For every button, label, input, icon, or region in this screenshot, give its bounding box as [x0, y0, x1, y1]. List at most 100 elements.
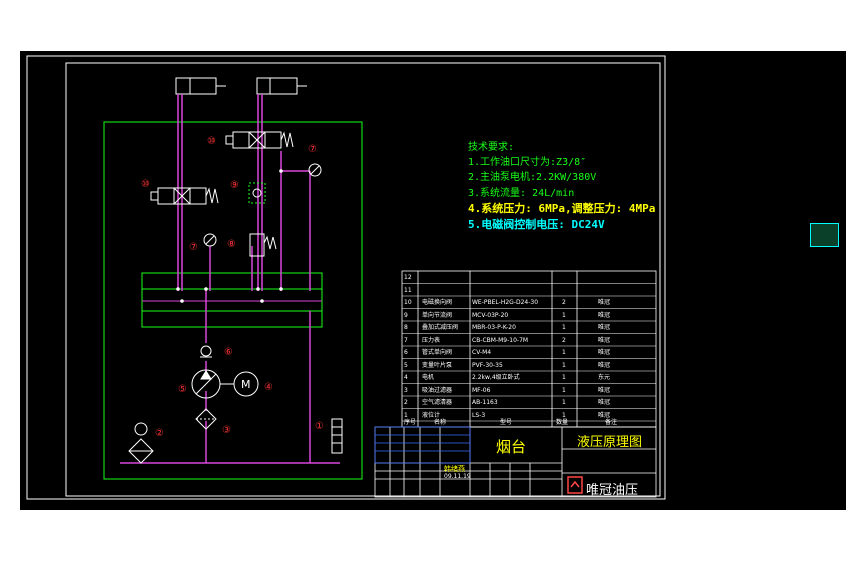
bom-cell-no: 5 — [404, 361, 408, 369]
pressure-gauge-2 — [203, 233, 217, 247]
bom-header-qty: 数量 — [556, 419, 569, 426]
bom-cell-qty: 1 — [562, 399, 566, 406]
svg-text:M: M — [241, 378, 251, 391]
bom-cell-name: 液位计 — [422, 411, 441, 419]
bom-cell-mat: 唯冠 — [598, 361, 611, 369]
bom-cell-name: 管式单向阀 — [422, 349, 453, 356]
bom-cell-qty: 1 — [562, 349, 566, 356]
component-label: ⑦ — [308, 144, 317, 155]
drawing-canvas[interactable]: M — [20, 51, 846, 510]
bom-cell-mat: 唯冠 — [598, 399, 611, 406]
bom-cell-no: 2 — [404, 399, 408, 406]
bom-cell-code: LS-3 — [472, 411, 486, 419]
requirement-3: 3.系统流量: 24L/min — [468, 188, 575, 199]
bom-cell-code: AB-1163 — [472, 399, 498, 406]
bom-cell-mat: 唯冠 — [598, 336, 611, 344]
bom-header-code: 型号 — [500, 419, 513, 426]
bom-cell-no: 11 — [404, 286, 412, 294]
bom-cell-no: 8 — [404, 324, 408, 331]
bom-cell-qty: 1 — [562, 411, 566, 419]
check-valve — [200, 345, 212, 358]
component-label: ⑩ — [207, 136, 216, 147]
requirement-2: 2.主油泵电机:2.2KW/380V — [468, 172, 597, 183]
bom-cell-no: 12 — [404, 274, 412, 281]
requirement-1: 1.工作油口尺寸为:Z3/8″ — [468, 157, 587, 168]
bom-cell-name: 变量叶片泵 — [422, 361, 453, 369]
bom-cell-qty: 1 — [562, 386, 566, 394]
bom-cell-qty: 1 — [562, 361, 566, 369]
component-label: ⑦ — [189, 242, 198, 253]
bom-cell-no: 6 — [404, 349, 408, 356]
requirements-title: 技术要求: — [468, 142, 515, 153]
bom-cell-no: 10 — [404, 299, 412, 306]
manifold-block — [141, 272, 323, 328]
bom-cell-code: MCV-03P-20 — [472, 311, 509, 319]
bom-cell-code: CV-M4 — [472, 349, 492, 356]
bom-cell-no: 7 — [404, 336, 408, 344]
company-logo-icon — [567, 476, 583, 494]
pump — [191, 369, 234, 399]
cylinder-1 — [175, 77, 226, 95]
bom-header-name: 名称 — [434, 419, 447, 426]
bom-cell-name: 叠加式减压阀 — [422, 324, 459, 331]
customer-name: 烟台 — [496, 438, 527, 456]
pressure-gauge-1 — [308, 163, 322, 177]
hydraulic-lines — [120, 94, 340, 464]
bom-cell-code: WE-PBEL-H2G-D24-30 — [472, 299, 539, 306]
inner-frame — [65, 62, 661, 497]
bom-cell-code: PVF-30-35 — [472, 361, 503, 369]
bom-cell-code: CB-CBM-M9-10-7M — [472, 336, 529, 344]
bom-cell-mat: 唯冠 — [598, 386, 611, 394]
bom-cell-code: 2.2kw,4级立卧式 — [472, 374, 520, 381]
directional-valve-2 — [150, 187, 219, 205]
bom-cell-code: MBR-03-P-K-20 — [472, 324, 516, 331]
component-label: ⑥ — [224, 347, 233, 358]
bom-header-mat: 备注 — [605, 419, 618, 426]
design-date: 09.11.19 — [444, 473, 471, 480]
company-name: 唯冠油压 — [586, 483, 639, 498]
component-label: ⑨ — [230, 180, 239, 191]
circuit-box — [103, 121, 363, 480]
bom-cell-qty: 1 — [562, 374, 566, 381]
bom-cell-name: 吸油过滤器 — [422, 386, 453, 394]
schematic-svg: M — [26, 55, 666, 500]
block-thumbnail-icon[interactable] — [810, 223, 839, 247]
bom-cell-name: 压力表 — [422, 336, 441, 344]
bom-cell-name: 单向节流阀 — [422, 311, 453, 319]
requirement-5: 5.电磁阀控制电压: DC24V — [468, 218, 605, 231]
air-breather — [128, 422, 154, 464]
throttle-valve — [248, 182, 266, 204]
bom-cell-no: 3 — [404, 386, 408, 394]
bom-cell-mat: 唯冠 — [598, 324, 611, 331]
component-label: ① — [315, 421, 324, 432]
bom-cell-no: 4 — [404, 374, 408, 381]
component-label: ② — [155, 428, 164, 439]
bom-cell-mat: 东元 — [598, 374, 611, 381]
drawing-name: 液压原理图 — [577, 435, 643, 450]
reducing-valve — [249, 233, 277, 257]
requirement-4: 4.系统压力: 6MPa,调整压力: 4MPa — [468, 202, 656, 215]
bom-cell-no: 9 — [404, 311, 408, 319]
component-label: ④ — [264, 382, 273, 393]
motor — [233, 371, 259, 397]
bom-cell-qty: 2 — [562, 299, 566, 306]
designer-signature: 韩绪燕 — [444, 465, 465, 473]
bom-cell-qty: 1 — [562, 311, 566, 319]
directional-valve-1 — [225, 131, 294, 149]
bom-cell-name: 电磁换向阀 — [422, 299, 453, 306]
bom-cell-mat: 唯冠 — [598, 411, 611, 419]
outer-frame — [26, 55, 666, 500]
bom-cell-mat: 唯冠 — [598, 311, 611, 319]
bom-cell-code: MF-06 — [472, 386, 491, 394]
component-label: ③ — [222, 425, 231, 436]
bom-cell-name: 空气滤清器 — [422, 399, 453, 406]
level-gauge — [331, 418, 343, 454]
component-label: ⑤ — [178, 384, 187, 395]
bom-cell-qty: 1 — [562, 324, 566, 331]
suction-filter — [195, 408, 217, 430]
component-label: ⑩ — [141, 179, 150, 190]
bom-cell-mat: 唯冠 — [598, 349, 611, 356]
bom-cell-mat: 唯冠 — [598, 299, 611, 306]
bom-cell-no: 1 — [404, 411, 408, 419]
